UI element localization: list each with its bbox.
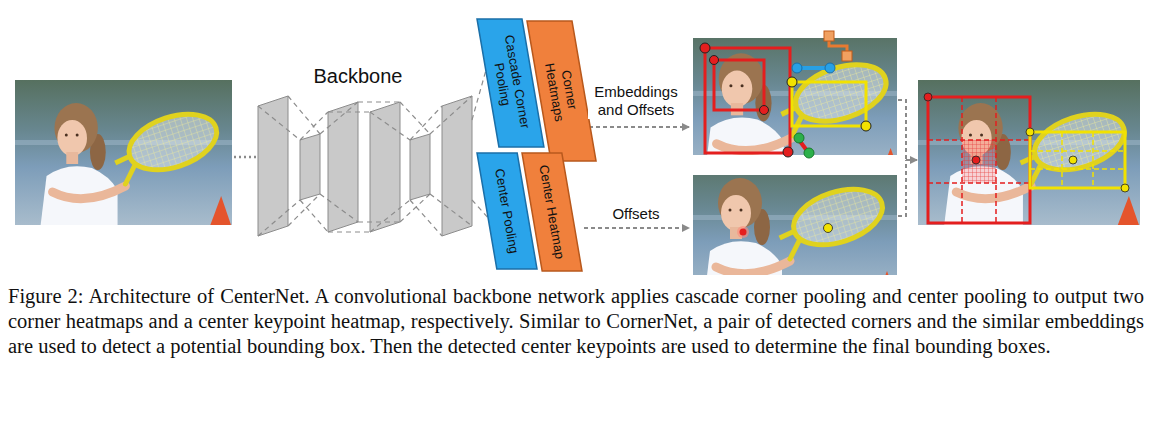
conv-layer (300, 134, 320, 200)
conv-layer (410, 134, 430, 200)
center-result-photo (678, 155, 898, 300)
embedding-pairs (792, 31, 852, 158)
embedding-marker (825, 63, 835, 73)
embedding-marker (824, 31, 834, 41)
center-dot (1069, 156, 1077, 164)
conv-layer (258, 96, 288, 236)
corner-dot (783, 147, 793, 157)
yellow-box (792, 82, 866, 126)
center-region (962, 140, 996, 183)
photo-scene (15, 80, 232, 225)
red-box (705, 48, 790, 153)
layer-link (410, 96, 472, 236)
figure-caption: Figure 2: Architecture of CenterNet. A c… (8, 284, 1144, 359)
corner-dot (700, 43, 710, 53)
backbone-dashes (258, 70, 490, 236)
conv-layer (370, 102, 400, 232)
merge-line (898, 100, 906, 216)
layer-link (370, 102, 430, 232)
grid-line (1030, 132, 1125, 188)
red-box (714, 60, 764, 110)
embedding-marker (804, 148, 814, 158)
corner-dot (1026, 128, 1034, 136)
center-dot (740, 229, 747, 236)
final-result-photo (918, 80, 1140, 225)
center-glow (737, 226, 749, 238)
embedding-marker (792, 63, 802, 73)
corner-dot (924, 93, 932, 101)
red-box (928, 97, 1030, 223)
dashed-arrow (584, 227, 689, 229)
photo-scene (678, 30, 902, 178)
final-boxes (928, 97, 1125, 223)
photo-scene (678, 155, 898, 300)
corner-dot (1121, 184, 1129, 192)
parallelogram-shape (527, 21, 596, 161)
merge-arrow (906, 159, 917, 161)
corner-dot (710, 56, 719, 65)
corner-dot (760, 106, 769, 115)
final-dots (924, 93, 1129, 192)
corner-dot (787, 77, 797, 87)
heatmap-block: Corner Heatmaps (526, 20, 597, 162)
center-dot (972, 156, 980, 164)
corner-dot (861, 121, 871, 131)
conv-layer (442, 96, 472, 236)
layer-link (258, 96, 320, 236)
input-photo (15, 80, 232, 225)
heatmap-block: Center Heatmap (521, 152, 583, 272)
center-dot (824, 224, 833, 233)
embedding-marker (842, 51, 852, 61)
yellow-box (1030, 132, 1125, 188)
conv-layer (328, 102, 358, 232)
photo-scene (918, 80, 1140, 225)
backbone-label: Backbone (300, 64, 416, 88)
dashed-arrow (582, 126, 689, 128)
center-region (962, 140, 996, 183)
backbone-network (258, 96, 472, 236)
parallelogram-shape (522, 153, 582, 271)
corner-annotations (705, 48, 866, 153)
embedding-marker (794, 133, 804, 143)
corner-dots (700, 43, 871, 157)
layer-link (328, 102, 400, 232)
layer-link (300, 102, 358, 232)
corner-result-photo (678, 30, 902, 178)
arrow-label: Offsets (606, 205, 666, 223)
arrow-label: Embeddings and Offsets (588, 83, 684, 119)
grid-line (928, 97, 1030, 223)
